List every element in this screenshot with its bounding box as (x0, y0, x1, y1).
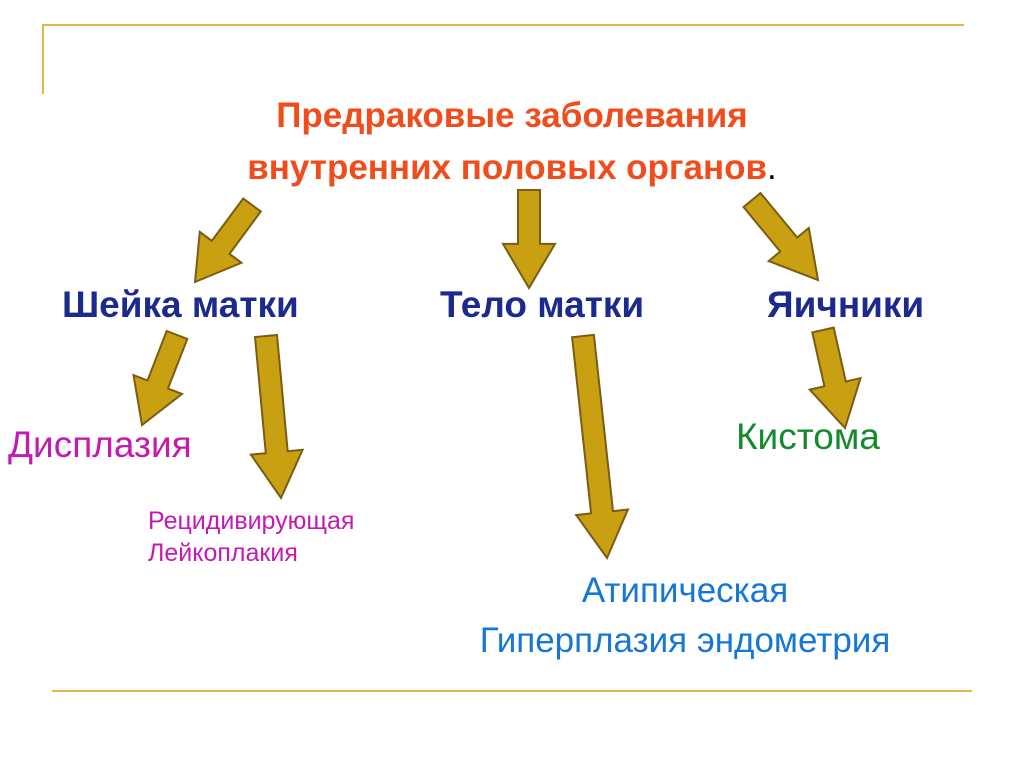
arrow-title-to-uterine-body (501, 189, 557, 290)
category-cervix: Шейка матки (62, 284, 299, 325)
condition-cystoma: Кистома (736, 416, 880, 457)
condition-leukoplakia: Рецидивирующая Лейкоплакия (148, 505, 354, 569)
title-line-2: внутренних половых органов (247, 148, 768, 187)
category-uterine-body: Тело матки (440, 284, 645, 325)
title-period: . (767, 148, 777, 187)
arrow-cervix-to-leukoplakia (249, 333, 305, 501)
frame-bottom-line (52, 690, 972, 692)
leukoplakia-line-1: Рецидивирующая (148, 507, 355, 535)
diagram-title: Предраковые заболевания внутренних полов… (150, 90, 874, 194)
hyperplasia-line-1: Атипическая (581, 571, 789, 610)
frame-top-line (42, 24, 964, 26)
arrow-title-to-ovaries (742, 191, 820, 282)
hyperplasia-line-2: Гиперплазия эндометрия (479, 621, 891, 660)
arrow-cervix-to-dysplasia (132, 329, 189, 427)
condition-hyperplasia: Атипическая Гиперплазия эндометрия (380, 566, 990, 666)
arrow-uterine-body-to-hyperplasia (570, 333, 630, 561)
arrow-title-to-cervix (193, 197, 263, 284)
leukoplakia-line-2: Лейкоплакия (148, 539, 298, 567)
category-ovaries: Яичники (767, 284, 925, 325)
condition-dysplasia: Дисплазия (8, 424, 192, 465)
frame-left-line (42, 24, 44, 94)
arrow-ovaries-to-cystoma (807, 326, 862, 430)
title-line-1: Предраковые заболевания (276, 96, 748, 135)
